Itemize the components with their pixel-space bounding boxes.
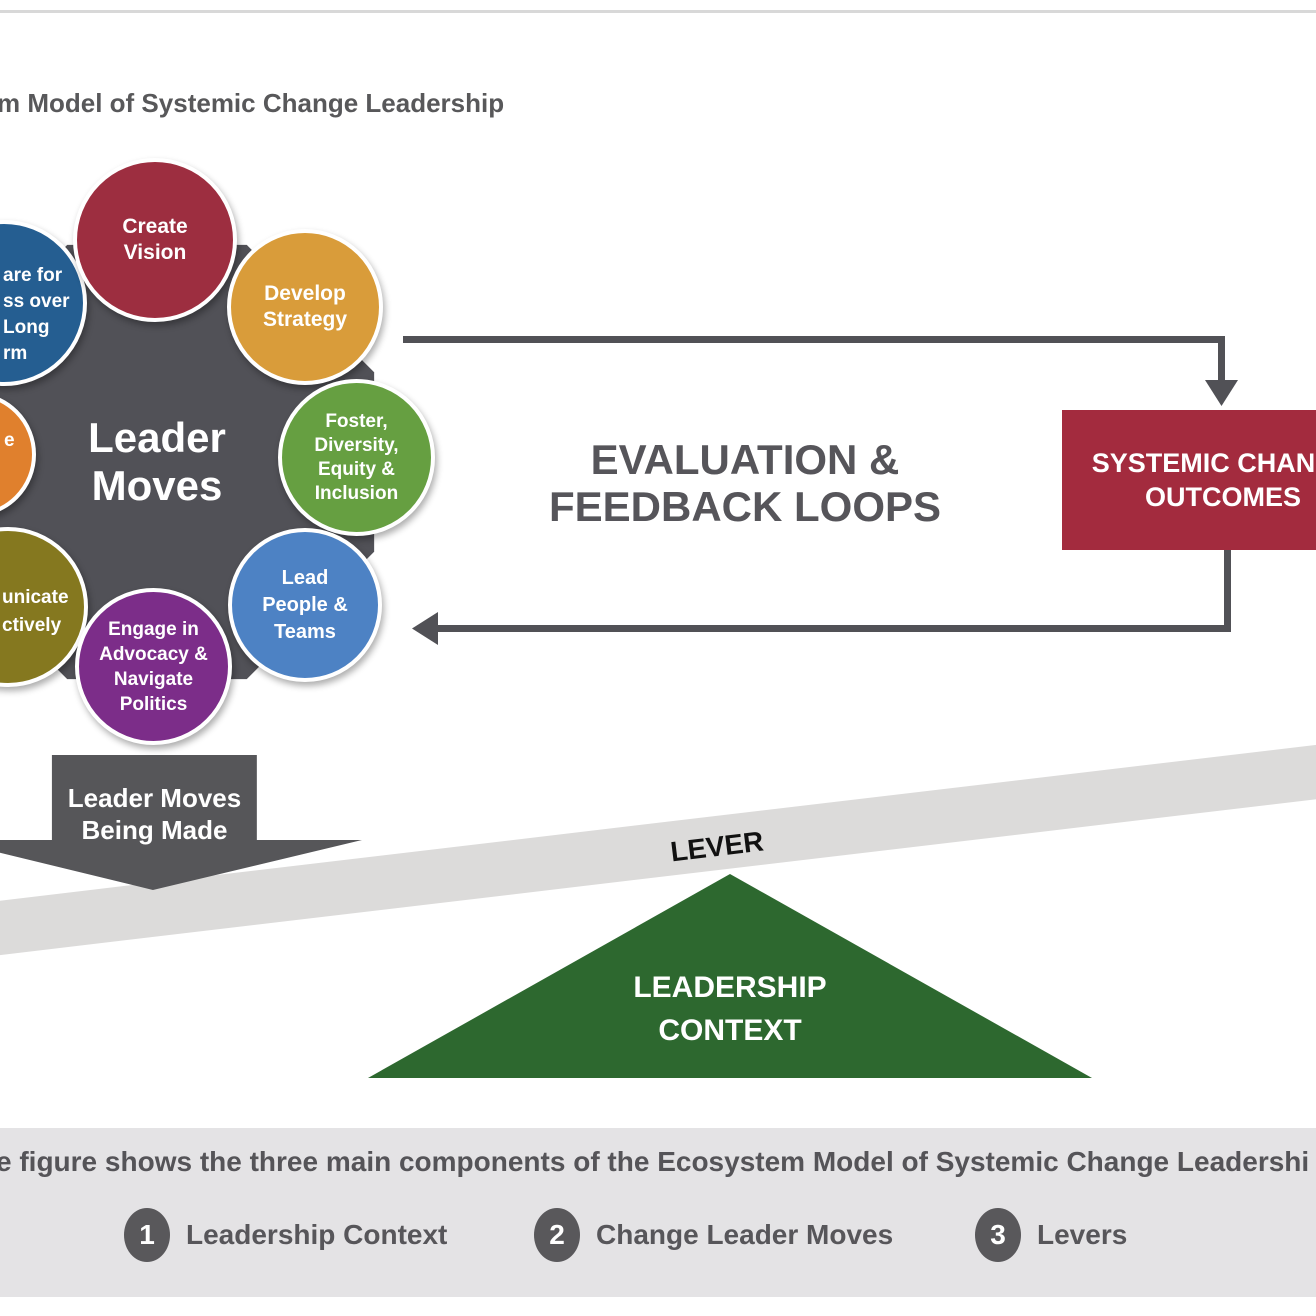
circle-engage-advocacy-label: Engage in Advocacy & Navigate Politics [99, 618, 208, 715]
circle-foster-dei-label: Foster, Diversity, Equity & Inclusion [314, 410, 399, 504]
systemic-change-outcomes-box: SYSTEMIC CHANGE OUTCOMES [1062, 410, 1316, 550]
circle-develop-strategy: Develop Strategy [227, 229, 383, 385]
evaluation-feedback-label: EVALUATION & FEEDBACK LOOPS [548, 436, 942, 530]
circle-create-vision-label: Create Vision [122, 215, 188, 264]
top-divider [0, 10, 1316, 13]
leadership-context-label: LEADERSHIP CONTEXT [633, 971, 827, 1047]
page-title: m Model of Systemic Change Leadership [0, 88, 505, 118]
arrowhead-down-icon [1205, 380, 1238, 406]
legend-label-levers: Levers [1037, 1219, 1128, 1250]
feedback-arrow-bottom-line [436, 625, 1231, 632]
feedback-arrow-return-segment [1224, 550, 1231, 629]
circle-care-long-term-label: are for ss over Long rm [3, 265, 70, 364]
circle-foster-dei: Foster, Diversity, Equity & Inclusion [278, 379, 435, 536]
circle-create-vision: Create Vision [73, 158, 237, 322]
legend-label-change-leader-moves: Change Leader Moves [596, 1219, 894, 1250]
circle-partial-orange-label: e [4, 430, 15, 451]
legend-badge-2: 2 [534, 1208, 580, 1262]
caption-strip [0, 1128, 1316, 1297]
feedback-arrow-top-line [403, 336, 1225, 343]
circle-lead-people-teams: Lead People & Teams [228, 528, 382, 682]
arrowhead-left-icon [412, 612, 438, 645]
legend-label-leadership-context: Leadership Context [186, 1219, 448, 1250]
circle-communicate-effectively-label: unicate ctively [2, 587, 69, 636]
caption-text: e figure shows the three main components… [0, 1146, 1310, 1177]
circle-lead-people-teams-label: Lead People & Teams [262, 566, 348, 643]
leader-moves-label: Leader Moves [88, 414, 226, 509]
legend-badge-3: 3 [975, 1208, 1021, 1262]
circle-engage-advocacy: Engage in Advocacy & Navigate Politics [75, 588, 232, 745]
feedback-arrow-down-segment [1218, 336, 1225, 384]
circle-develop-strategy-label: Develop Strategy [262, 282, 348, 331]
leader-moves-being-made-label: Leader Moves Being Made [67, 783, 242, 845]
legend-badge-1: 1 [124, 1208, 170, 1262]
